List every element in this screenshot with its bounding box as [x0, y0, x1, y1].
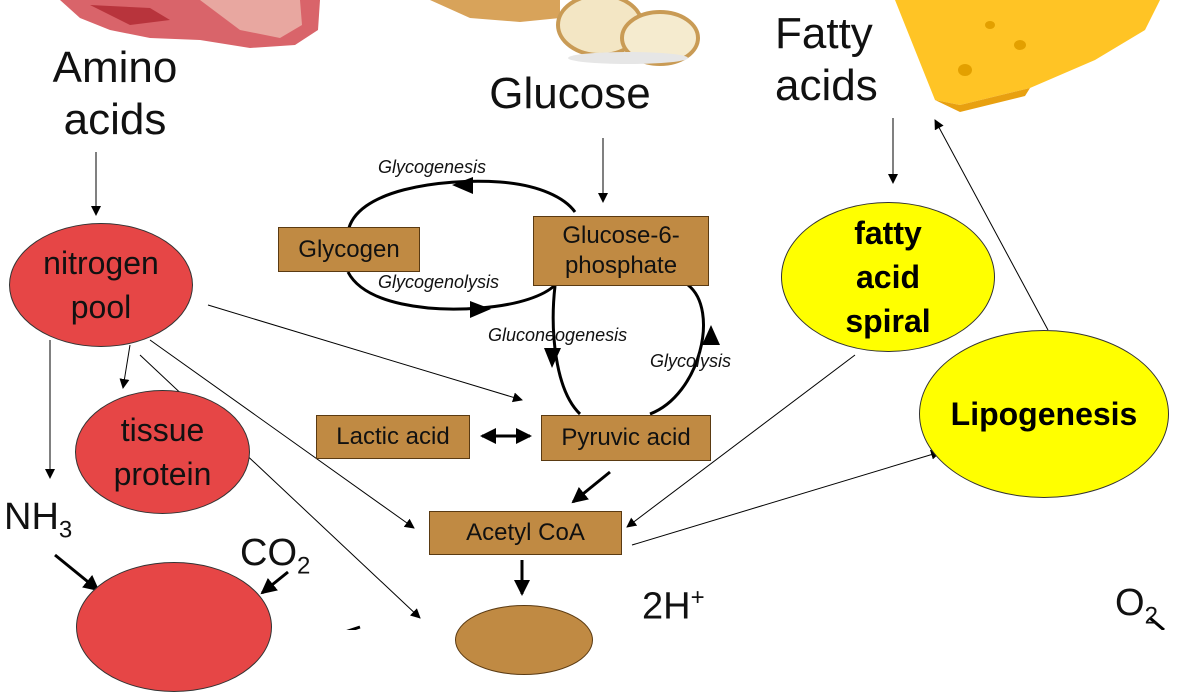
label-gluconeogenesis: Gluconeogenesis: [488, 325, 628, 345]
node-fatty-acid-spiral: fatty acid spiral: [781, 202, 995, 352]
node-red-bottom: [76, 562, 272, 692]
box-glucose-6-phosphate: Glucose-6-phosphate: [533, 216, 709, 286]
label-glycogenolysis: Glycogenolysis: [378, 272, 500, 292]
box-acetyl-coa: Acetyl CoA: [429, 511, 622, 555]
cheese-image: [895, 0, 1160, 112]
node-lipogenesis: Lipogenesis: [919, 330, 1169, 498]
arrow-co2-in: [260, 570, 289, 595]
node-tissue-protein: tissue protein: [75, 390, 250, 514]
arrow-nh3-down: [54, 553, 100, 592]
chem-o2: O2: [1115, 582, 1158, 631]
chem-co2-base: CO: [240, 532, 297, 574]
cycle-arrowhead-4: [702, 325, 720, 345]
chem-co2-sub: 2: [297, 552, 311, 580]
cycle-arrowhead-1: [452, 177, 473, 194]
label-glycogenesis: Glycogenesis: [378, 157, 487, 177]
chem-nh3-sub: 3: [58, 516, 73, 544]
arrow-o2-stub: [1149, 616, 1165, 630]
arrow-nitrogen-to-pyruvic: [207, 304, 523, 403]
box-glycogen: Glycogen: [278, 227, 420, 272]
food-illustrations: [60, 0, 1160, 112]
label-amino-acids: Amino acids: [52, 43, 178, 144]
chem-2h-plus: 2H+: [642, 584, 705, 629]
arrow-acetyl-to-lipogenesis: [631, 449, 941, 546]
chem-nh3: NH3: [4, 496, 72, 545]
chem-co2: CO2: [240, 532, 310, 581]
cycle-arrowhead-3: [544, 348, 561, 368]
chem-nh3-base: NH: [4, 496, 59, 538]
arrow-nitrogen-to-acetyl: [149, 339, 415, 529]
cycle-glycogenesis: [346, 179, 577, 233]
cycle-glycolysis: [649, 283, 705, 416]
box-lactic-acid: Lactic acid: [316, 415, 470, 459]
metabolism-diagram: Amino acids Glucose Fatty acids Glycogen…: [4, 0, 1169, 692]
node-brown-bottom: [455, 605, 593, 675]
arrow-spiral-to-acetyl: [626, 354, 856, 528]
arrow-nitrogen-to-tissue: [119, 344, 131, 389]
meat-image: [60, 0, 320, 48]
box-pyruvic-acid: Pyruvic acid: [541, 415, 711, 461]
chem-2h-base: 2H: [642, 585, 691, 628]
label-glycolysis: Glycolysis: [650, 351, 732, 371]
node-nitrogen-pool: nitrogen pool: [9, 223, 193, 347]
chem-o2-base: O: [1115, 582, 1145, 624]
bread-image: [430, 0, 700, 66]
label-fatty-acids: Fatty acids: [775, 9, 878, 110]
chem-2h-sup: +: [690, 584, 705, 611]
arrow-pyruvic-to-acetyl: [571, 470, 611, 504]
chem-o2-sub: 2: [1144, 602, 1158, 630]
cycle-arrowhead-2: [470, 301, 491, 318]
label-glucose: Glucose: [489, 69, 651, 118]
arrow-lipogenesis-to-fatty: [934, 119, 1049, 331]
